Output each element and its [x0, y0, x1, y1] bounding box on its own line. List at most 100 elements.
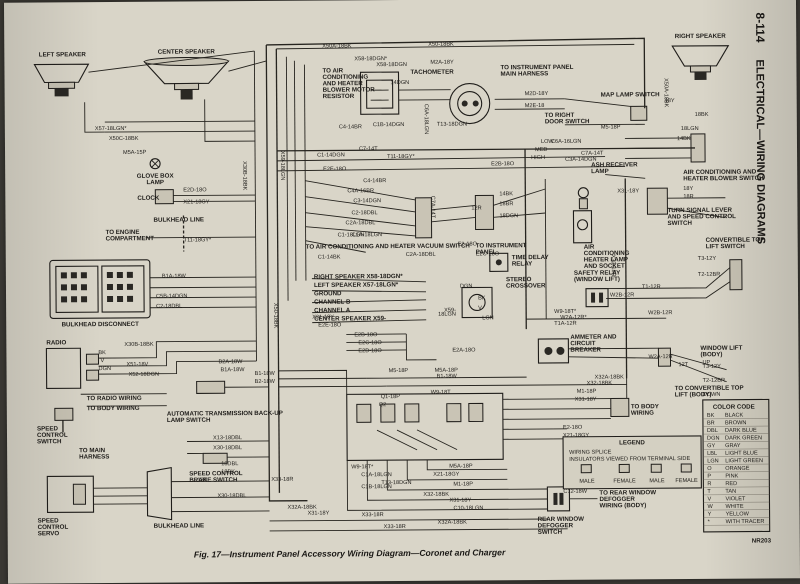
wire-label: UP — [702, 360, 710, 366]
legend-box: LEGEND WIRING SPLICE INSULATORS VIEWED F… — [563, 436, 701, 489]
component-label: MAP LAMP SWITCH — [601, 91, 660, 98]
color-code-abbr: W — [707, 504, 713, 510]
turn-signal-icon — [647, 188, 667, 214]
tachometer-icon — [450, 83, 490, 123]
wire-label: M2E-18 — [525, 103, 545, 109]
wire-label: C3-14DGN — [353, 198, 381, 204]
wire-label: 12R — [471, 205, 481, 211]
wire-label: X30B-18BK — [241, 161, 247, 191]
component-label: RELAY — [512, 260, 533, 267]
component-label: TO BODY WIRING — [87, 405, 140, 412]
legend-title: LEGEND — [619, 439, 645, 446]
wire-label: C3A-14DGN — [565, 157, 596, 163]
component-label: LIFT SWITCH — [706, 243, 746, 250]
speaker-wiring-line: LEFT SPEAKER X57-18LGN* — [314, 281, 399, 289]
wire-label: X33-18R — [384, 524, 406, 530]
wire-label: X13-18DBL — [213, 435, 242, 441]
wire-label: E2-18O — [458, 241, 478, 247]
manual-page: 8-114 ELECTRICAL—WIRING DIAGRAMS — [4, 0, 800, 584]
color-code-abbr: O — [707, 466, 712, 472]
wire-label: M2D-18Y — [525, 91, 549, 97]
wire-label: X33-18R — [362, 512, 384, 518]
wire-label: X50-18BK — [272, 303, 278, 329]
wire-label: C1A-18LGN — [361, 472, 392, 478]
component-label: WIRING — [631, 410, 654, 417]
wire-label: C2-18DBL — [351, 210, 377, 216]
component-label: HEATER BLOWER SWITCH — [683, 175, 764, 183]
wire-label: E2A-18O — [452, 347, 476, 353]
color-code-title: COLOR CODE — [713, 404, 755, 411]
wire-label: LGN — [482, 315, 494, 321]
wire-label: X32-18BK — [587, 381, 613, 387]
wire-label: X21-18GY — [563, 433, 589, 439]
color-code-abbr: Y — [708, 512, 712, 518]
color-code-name: RED — [725, 481, 737, 487]
wire-label: C1A-18LGN — [352, 232, 383, 238]
wire-label: E2B-18O — [354, 332, 378, 338]
left-speaker-icon — [34, 64, 88, 96]
color-code-name: WITH TRACER — [726, 519, 765, 525]
component-label: TO AIR CONDITIONING AND HEATER VACUUM SW… — [306, 243, 471, 251]
wire-label: HIGH — [531, 155, 545, 161]
wire-label: 18DGN — [499, 213, 518, 219]
figure-caption: Fig. 17—Instrument Panel Accessory Wirin… — [194, 547, 506, 559]
wire-label: X59-18LGN — [279, 151, 285, 181]
wire-label: X31-18Y — [308, 511, 330, 517]
wire-label: C1B-18LGN — [361, 484, 392, 490]
wire-label: T13-18DGN — [437, 122, 467, 128]
wire-label: V — [478, 305, 482, 311]
component-label: LAMP — [146, 179, 164, 186]
component-label: BULKHEAD LINE — [153, 216, 204, 223]
color-code-abbr: LGN — [707, 458, 719, 464]
wire-label: 14DGN — [391, 80, 410, 86]
wire-label: E2E-18O — [318, 322, 342, 328]
speaker-wiring-line: CHANNEL B — [314, 299, 351, 306]
wire-label: E2B-18O — [491, 161, 515, 167]
component-label: RESISTOR — [323, 93, 355, 100]
ammeter-icon — [538, 339, 568, 363]
legend-item: INSULATORS VIEWED FROM TERMINAL SIDE — [569, 456, 690, 463]
wire-label: C1B-14DGN — [373, 122, 404, 128]
wire-label: X50A-18BK — [322, 43, 352, 49]
wire-label: C6A-18LGN — [423, 104, 429, 135]
wire-label: M5A-18P — [449, 464, 473, 470]
safety-relay-icon — [586, 289, 608, 307]
speed-control-servo-icon — [47, 476, 93, 512]
wire-label: W9-18T — [431, 390, 452, 396]
wire-label: Q1-18P — [381, 394, 401, 400]
color-code-abbr: DBL — [707, 428, 718, 434]
component-label: BULKHEAD DISCONNECT — [62, 321, 140, 329]
color-code-name: PINK — [725, 473, 738, 479]
color-code-name: BROWN — [725, 420, 746, 426]
wire-label: T2-12BR — [698, 272, 720, 278]
wire-label: X30-18DBL — [213, 445, 242, 451]
component-label: BREAKER — [570, 346, 601, 353]
ac-heater-lamp-icon — [573, 211, 591, 243]
wire-label: 18R — [197, 477, 207, 483]
fuse-block-icon — [347, 393, 503, 460]
wire-label: X21-18GY — [433, 472, 459, 478]
wire-label: C2A-18DBL — [346, 220, 376, 226]
color-code-abbr: V — [707, 496, 711, 502]
wire-label: DGN — [460, 284, 472, 290]
wire-label: W2B-12R — [648, 310, 672, 316]
bulkhead-line-connector-icon — [147, 468, 171, 520]
wire-label: B1A-18W — [221, 367, 246, 373]
bulkhead-disconnect-icon — [50, 260, 150, 319]
wire-label: X31-18Y — [449, 498, 471, 504]
component-label: BULKHEAD LINE — [154, 522, 205, 529]
wire-label: M5A-15P — [123, 150, 147, 156]
wire-label: X52-18DGN — [129, 372, 160, 378]
wire-label: 18Y — [683, 186, 693, 192]
wire-label: MED — [535, 147, 547, 153]
component-label: TO RADIO WIRING — [87, 395, 142, 402]
wire-label: C2-18DBL — [156, 304, 182, 310]
wire-label: E2D-18O — [358, 348, 382, 354]
wire-label: X51-18V — [126, 362, 148, 368]
component-label: LAMP — [591, 168, 609, 175]
wire-label: W2B-12R — [610, 292, 634, 298]
wire-label: 18BR — [499, 201, 513, 207]
wire-label: 18Y — [665, 98, 675, 104]
wire-label: BK — [98, 350, 106, 356]
